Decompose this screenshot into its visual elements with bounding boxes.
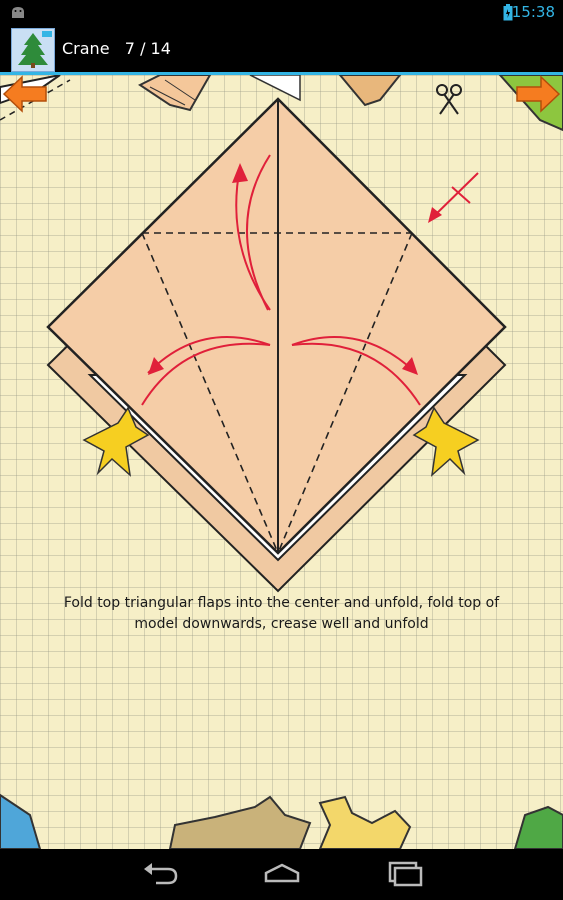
clock: 15:38 <box>511 3 555 21</box>
recents-icon[interactable] <box>385 861 425 887</box>
fold-diagram <box>46 97 507 593</box>
instruction-content: Fold top triangular flaps into the cente… <box>0 75 563 849</box>
scissors-icon <box>436 84 462 115</box>
back-icon[interactable] <box>140 861 180 887</box>
arrow-left-icon[interactable] <box>2 75 48 113</box>
action-bar: Crane 7 / 14 <box>0 25 563 75</box>
navigation-bar <box>0 849 563 900</box>
status-bar: 15:38 <box>0 0 563 25</box>
action-bar-divider <box>0 72 563 75</box>
page-title: Crane 7 / 14 <box>62 39 171 58</box>
instruction-text: Fold top triangular flaps into the cente… <box>63 595 500 632</box>
tree-icon <box>18 31 52 68</box>
battery-icon <box>503 4 513 21</box>
android-icon <box>12 7 24 18</box>
arrow-right-icon[interactable] <box>515 75 561 113</box>
app-icon[interactable] <box>11 28 55 72</box>
home-icon[interactable] <box>262 861 302 887</box>
